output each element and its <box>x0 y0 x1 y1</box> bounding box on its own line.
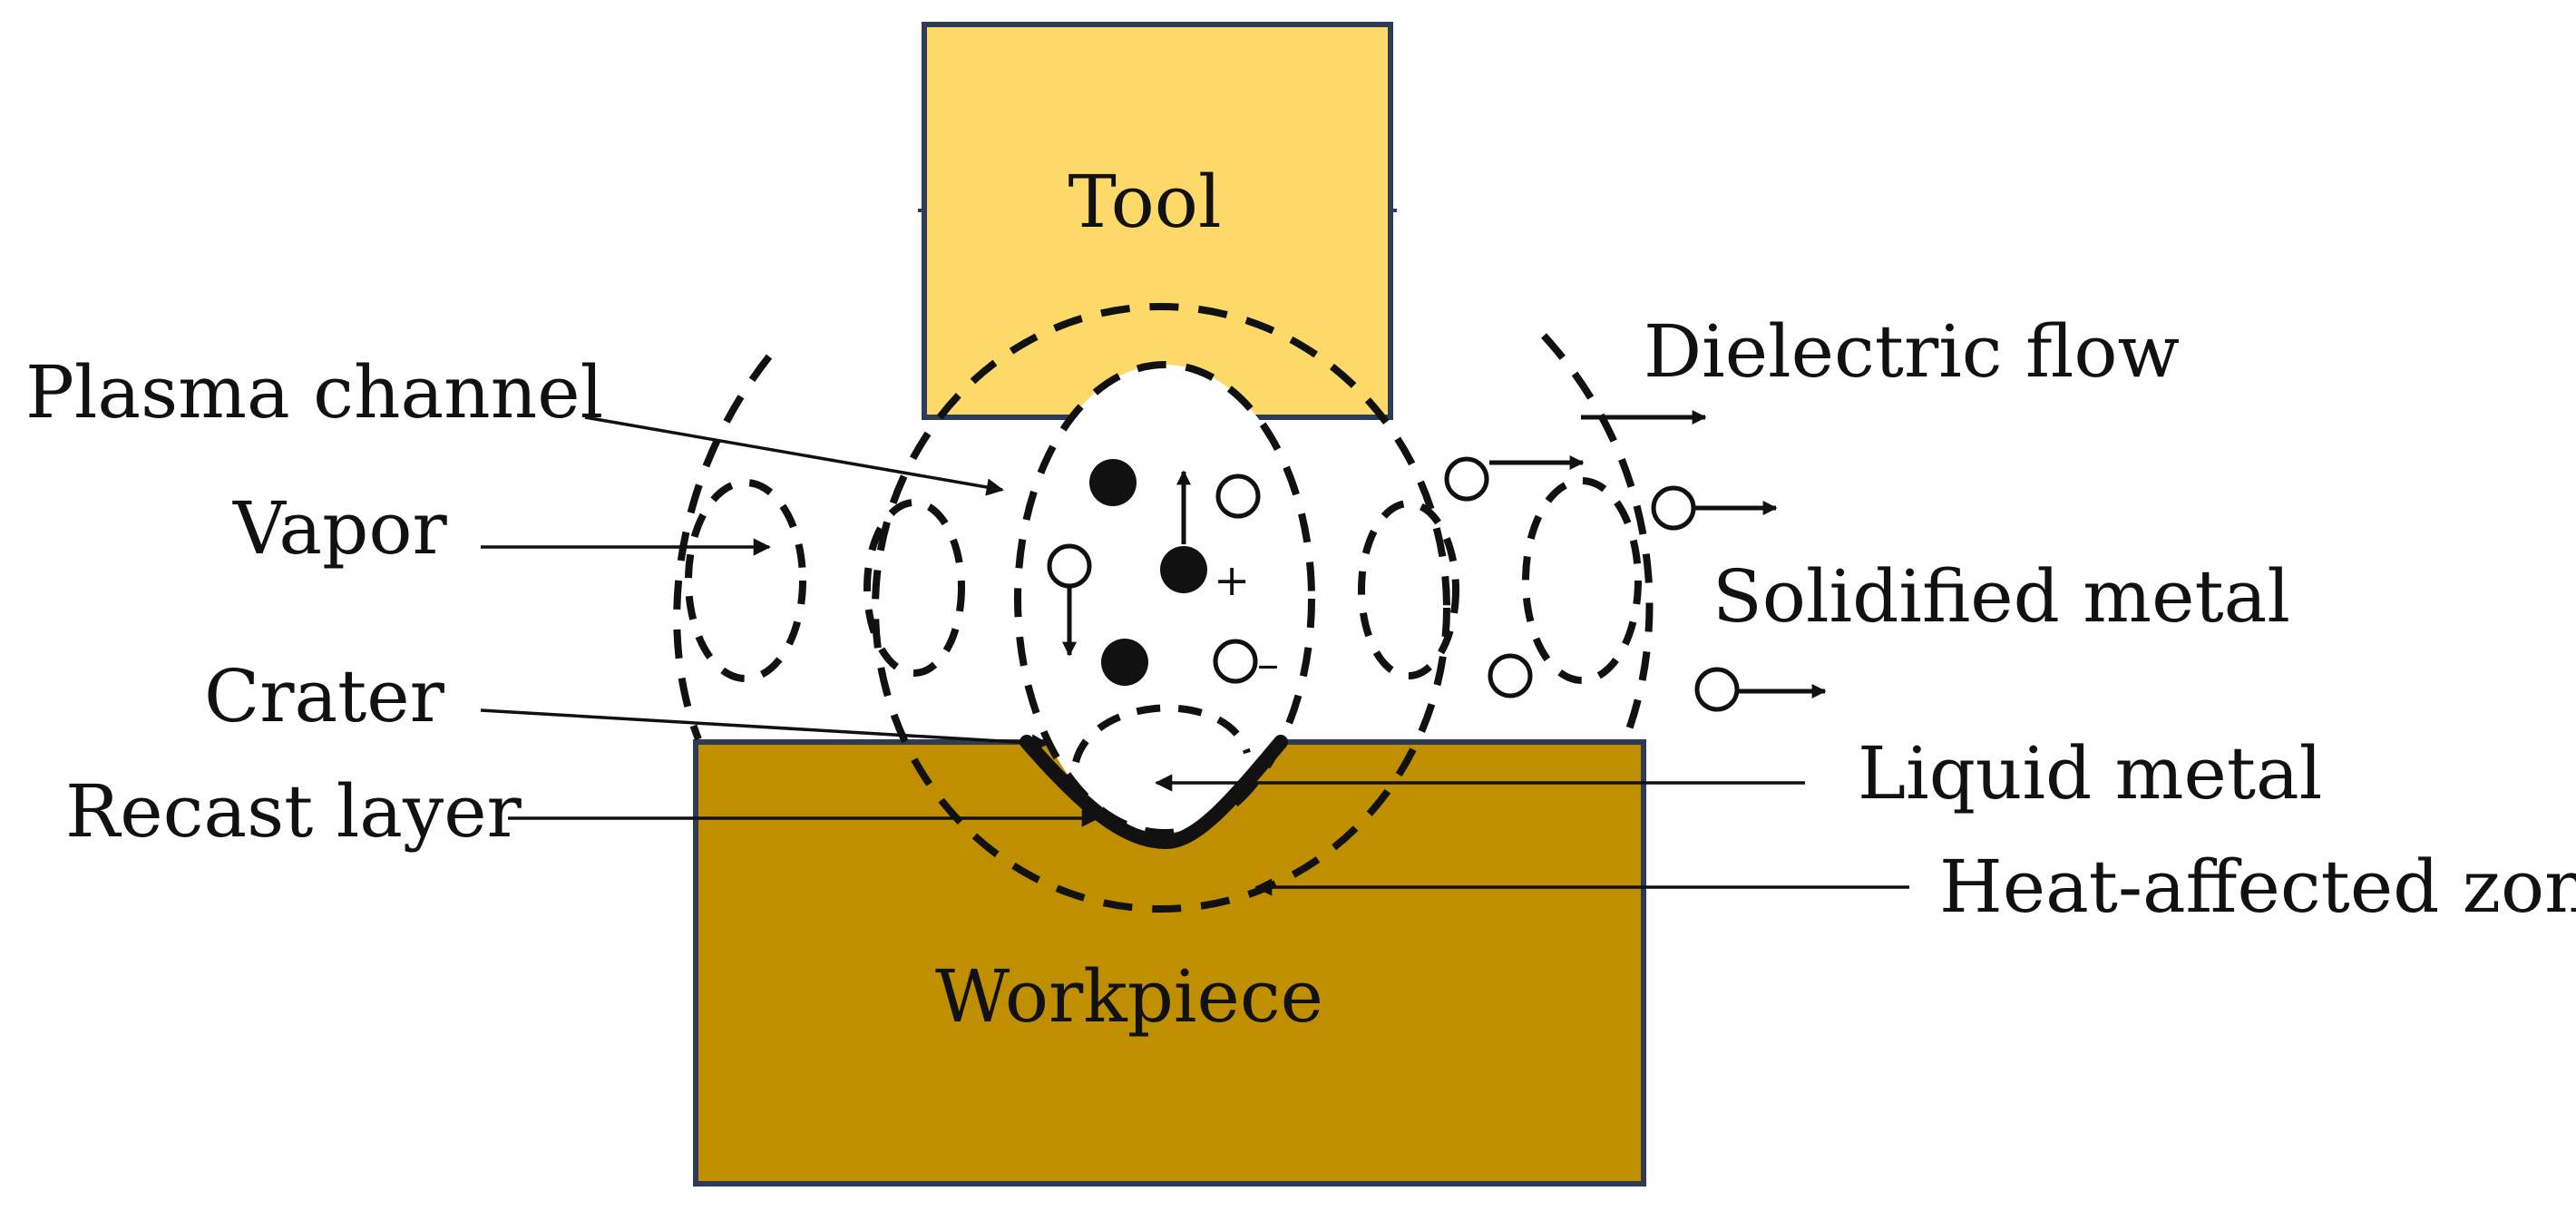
heat-affected-zone-label: Heat-affected zone <box>1939 845 2576 929</box>
electron-3 <box>1213 639 1258 684</box>
vapor-bubble-4 <box>1522 477 1642 684</box>
liquid-metal-arc <box>1072 704 1251 764</box>
vapor-bubble-3 <box>1358 500 1459 679</box>
dielectric-bubble-left-arc <box>673 354 773 741</box>
solidified-particle-1 <box>1444 456 1489 502</box>
recast-layer-label: Recast layer <box>65 769 522 854</box>
vapor-bubble-1 <box>685 479 806 682</box>
vapor-bubble-2 <box>864 499 965 677</box>
solidified-particle-2 <box>1651 485 1696 531</box>
vapor-label: Vapor <box>232 486 448 571</box>
crater-label: Crater <box>204 654 445 738</box>
plasma-channel-label: Plasma channel <box>25 350 603 435</box>
dielectric-bubble-right-arc <box>1541 333 1654 741</box>
plasma-channel-leader <box>584 415 1004 496</box>
electron-1 <box>1215 474 1261 519</box>
positive-ion-3 <box>1101 639 1148 686</box>
positive-sign: + <box>1214 555 1250 606</box>
dielectric-flow-label: Dielectric flow <box>1644 309 2180 394</box>
tool-label: Tool <box>1068 160 1221 244</box>
solidified-metal-label: Solidified metal <box>1712 554 2290 639</box>
heat-affected-zone-boundary <box>872 303 1450 913</box>
crater-curve <box>1020 735 1288 850</box>
positive-ion-2 <box>1160 546 1207 593</box>
solidified-particle-3 <box>1488 653 1533 698</box>
solidified-particle-4 <box>1694 667 1740 712</box>
liquid-metal-label: Liquid metal <box>1858 731 2322 815</box>
electron-2 <box>1047 543 1092 589</box>
crater-leader <box>480 708 1049 752</box>
workpiece-label: Workpiece <box>935 954 1323 1039</box>
negative-sign: – <box>1257 639 1279 689</box>
plasma-channel-boundary <box>1014 361 1315 836</box>
positive-ion-1 <box>1089 459 1137 506</box>
